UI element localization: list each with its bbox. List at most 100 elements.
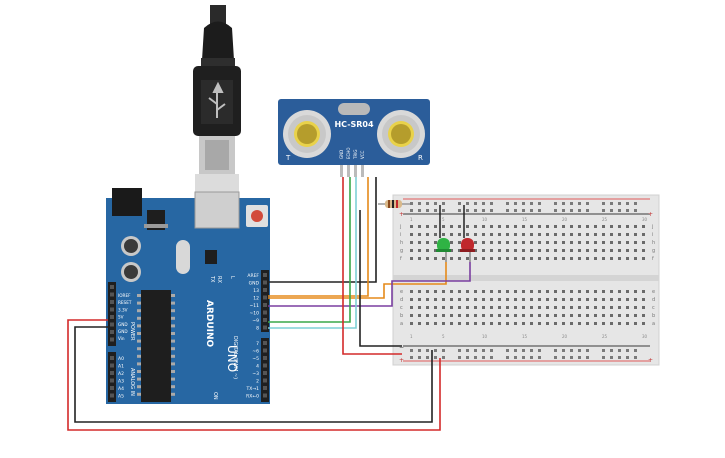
- bb-row-label: j: [651, 224, 653, 230]
- digital-pin-label: 12: [253, 296, 259, 302]
- bb-col-number: 10: [482, 334, 488, 339]
- sensor-t-mark: T: [285, 154, 291, 162]
- digital-pin-label: 4: [256, 364, 259, 370]
- usb-socket: [194, 191, 240, 229]
- digital-pin-label: ~10: [250, 311, 260, 317]
- bb-row-label: j: [399, 224, 401, 230]
- led-green[interactable]: [436, 205, 451, 262]
- bb-col-number: 30: [642, 217, 648, 222]
- tx-label: TX: [209, 275, 215, 283]
- sensor-model-label: HC-SR04: [334, 120, 374, 129]
- digital-pin-label: ~5: [252, 356, 259, 362]
- bb-col-number: 1: [410, 217, 413, 222]
- analog-pin-label: A2: [118, 371, 124, 377]
- digital-pin-label: 7: [256, 341, 259, 347]
- wire-sensor-echo: [268, 177, 369, 297]
- breadboard-holes: [410, 202, 645, 359]
- analog-pin-label: A3: [118, 379, 124, 385]
- bb-row-label: h: [400, 240, 403, 246]
- bb-plus-top-left: +: [399, 211, 404, 218]
- wire-sensor-vcc: [268, 177, 357, 329]
- digital-pin-label: RX←0: [246, 394, 259, 400]
- power-label: POWER: [129, 322, 135, 341]
- resistor[interactable]: [378, 200, 410, 208]
- wire-led-orange: [268, 262, 447, 299]
- bb-row-label: g: [652, 248, 655, 254]
- ultrasonic-sensor[interactable]: HC-SR04 T R GND ECHO TRIG VCC: [278, 99, 430, 177]
- power-pin-label: Vin: [118, 336, 125, 341]
- bb-col-number: 15: [522, 217, 528, 222]
- bb-row-label: c: [400, 305, 403, 311]
- bb-row-label: b: [652, 313, 655, 319]
- l-label: L: [229, 276, 235, 279]
- analog-in-label: ANALOG IN: [129, 368, 135, 396]
- digital-pin-label: 2: [256, 379, 259, 385]
- digital-pin-label: ~6: [252, 349, 259, 355]
- bb-row-label: d: [400, 297, 403, 303]
- analog-pin-label: A4: [118, 386, 124, 392]
- bb-col-number: 25: [602, 217, 608, 222]
- digital-pin-label: GND: [249, 281, 260, 287]
- bb-col-number: 10: [482, 217, 488, 222]
- bb-minus-bottom-left: −: [399, 344, 404, 351]
- digital-pin-label: 8: [256, 326, 259, 332]
- wires[interactable]: [67, 177, 471, 431]
- rx-label: RX: [216, 276, 222, 283]
- sensor-pin-labels: GND ECHO TRIG VCC: [339, 148, 365, 160]
- bb-row-label: b: [400, 313, 403, 319]
- bb-col-number: 5: [442, 334, 445, 339]
- bb-row-label: f: [400, 256, 402, 262]
- power-pin-label: 3.3V: [118, 307, 128, 312]
- sensor-r-mark: R: [418, 154, 423, 162]
- svg-text:TRIG: TRIG: [353, 149, 358, 160]
- bb-col-number: 20: [562, 334, 568, 339]
- bb-row-label: g: [400, 248, 403, 254]
- bb-col-number: 5: [442, 217, 445, 222]
- digital-pwm-label: DIGITAL (PWM ~): [232, 336, 238, 379]
- bb-col-number: 1: [410, 334, 413, 339]
- wire-sensor-trig: [268, 177, 351, 323]
- bb-col-number: 15: [522, 334, 528, 339]
- bb-col-number: 25: [602, 334, 608, 339]
- digital-pin-label: ~11: [250, 303, 260, 309]
- led-red[interactable]: [460, 205, 475, 262]
- arduino-uno-board[interactable]: ARDUINO UNO TX RX L ON POWER ANALOG IN D…: [106, 188, 270, 404]
- bb-col-number: 30: [642, 334, 648, 339]
- bb-row-label: f: [652, 256, 654, 262]
- power-pin-label: GND: [118, 322, 128, 327]
- bb-row-label: i: [400, 232, 401, 238]
- bb-row-label: d: [652, 297, 655, 303]
- svg-text:ECHO: ECHO: [346, 148, 351, 159]
- wire-sensor-red: [342, 177, 402, 355]
- svg-text:GND: GND: [339, 150, 344, 159]
- bb-row-label: i: [652, 232, 653, 238]
- analog-pin-label: A0: [118, 356, 124, 362]
- wire-rail-black: [359, 210, 402, 347]
- bb-plus-top-right: +: [648, 211, 653, 218]
- on-label: ON: [212, 392, 218, 400]
- digital-pin-label: TX→1: [246, 386, 260, 392]
- bb-row-label: e: [400, 289, 403, 295]
- power-pin-label: GND: [118, 329, 128, 334]
- bb-row-label: e: [652, 289, 655, 295]
- power-pin-label: RESET: [118, 300, 132, 305]
- analog-pin-label: A5: [118, 394, 124, 400]
- transmitter-can: [283, 110, 331, 158]
- svg-text:VCC: VCC: [360, 150, 365, 159]
- power-pin-label: IOREF: [118, 293, 131, 298]
- bb-plus-bottom-right: +: [648, 357, 653, 364]
- wire-gnd-loop: [74, 326, 433, 423]
- usb-cable[interactable]: [193, 5, 241, 206]
- wire-5v-loop: [67, 319, 441, 431]
- bb-plus-bottom-left: +: [399, 357, 404, 364]
- bb-row-label: a: [652, 321, 655, 327]
- digital-pin-label: ~9: [252, 318, 259, 324]
- digital-pin-label: AREF: [247, 273, 259, 279]
- receiver-can: [377, 110, 425, 158]
- arduino-model-label: UNO: [225, 345, 239, 372]
- wire-sensor-gnd: [268, 177, 377, 283]
